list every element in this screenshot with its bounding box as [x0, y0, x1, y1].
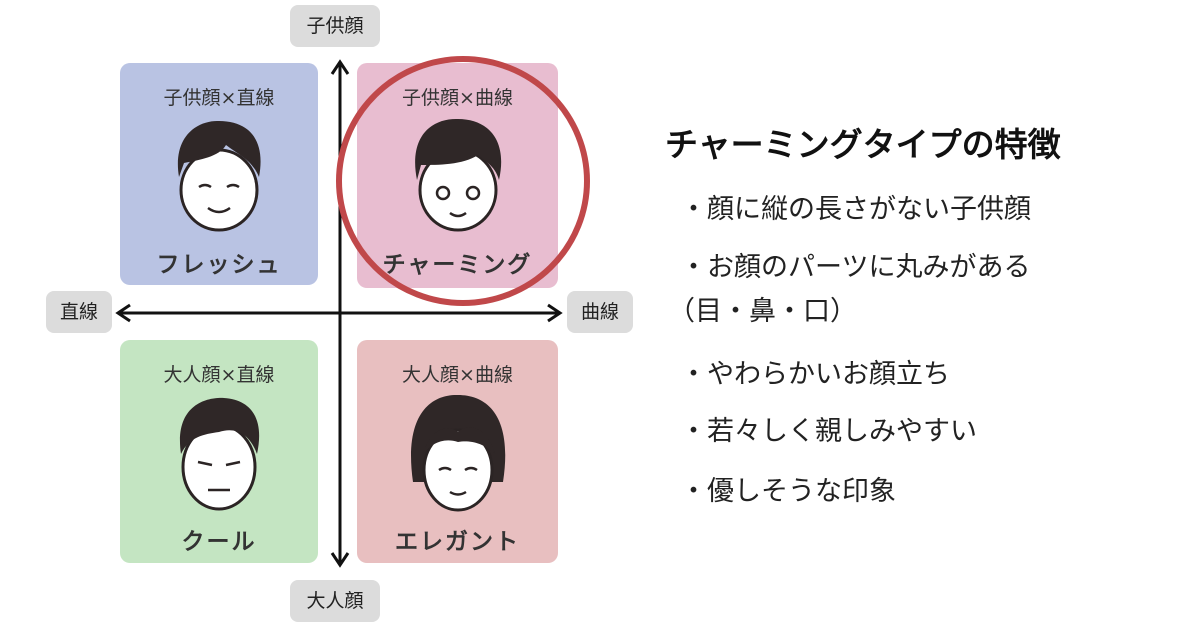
- quadrant-title: 子供顔×曲線: [402, 87, 513, 109]
- quadrant-fresh: 子供顔×直線 フレッシュ: [120, 63, 318, 285]
- quadrant-name: クール: [181, 529, 257, 555]
- bullet-item: ・顔に縦の長さがない子供顔: [680, 194, 1031, 225]
- face-elegant-icon: [410, 394, 505, 512]
- panel-title: チャーミングタイプの特徴: [665, 125, 1061, 164]
- quadrant-title: 大人顔×直線: [163, 364, 275, 386]
- bullet-item: ・優しそうな印象: [680, 476, 896, 507]
- face-charming-icon: [414, 118, 501, 232]
- axis-label-left: 直線: [46, 291, 112, 333]
- face-fresh-icon: [177, 120, 261, 232]
- bullet-item: （目・鼻・口）: [668, 296, 857, 327]
- quadrant-elegant: 大人顔×曲線 エレガント: [357, 340, 558, 563]
- bullet-item: ・若々しく親しみやすい: [680, 416, 977, 447]
- quadrant-cool: 大人顔×直線 クール: [120, 340, 318, 563]
- axis-label-bottom: 大人顔: [290, 580, 380, 622]
- face-cool-icon: [179, 397, 260, 511]
- quadrant-title: 子供顔×直線: [163, 87, 275, 109]
- quadrant-title: 大人顔×曲線: [402, 364, 513, 386]
- axis-label-top: 子供顔: [290, 5, 380, 47]
- highlight-circle: [336, 56, 590, 306]
- bullet-item: ・お顔のパーツに丸みがある: [680, 252, 1031, 283]
- quadrant-name: フレッシュ: [156, 252, 282, 278]
- axis-label-right: 曲線: [567, 291, 633, 333]
- axis-arrowheads: [115, 59, 563, 568]
- quadrant-name: エレガント: [395, 529, 520, 555]
- quadrant-name: チャーミング: [382, 252, 533, 278]
- bullet-item: ・やわらかいお顔立ち: [680, 359, 950, 390]
- quadrant-charming: 子供顔×曲線 チャーミング: [357, 63, 558, 288]
